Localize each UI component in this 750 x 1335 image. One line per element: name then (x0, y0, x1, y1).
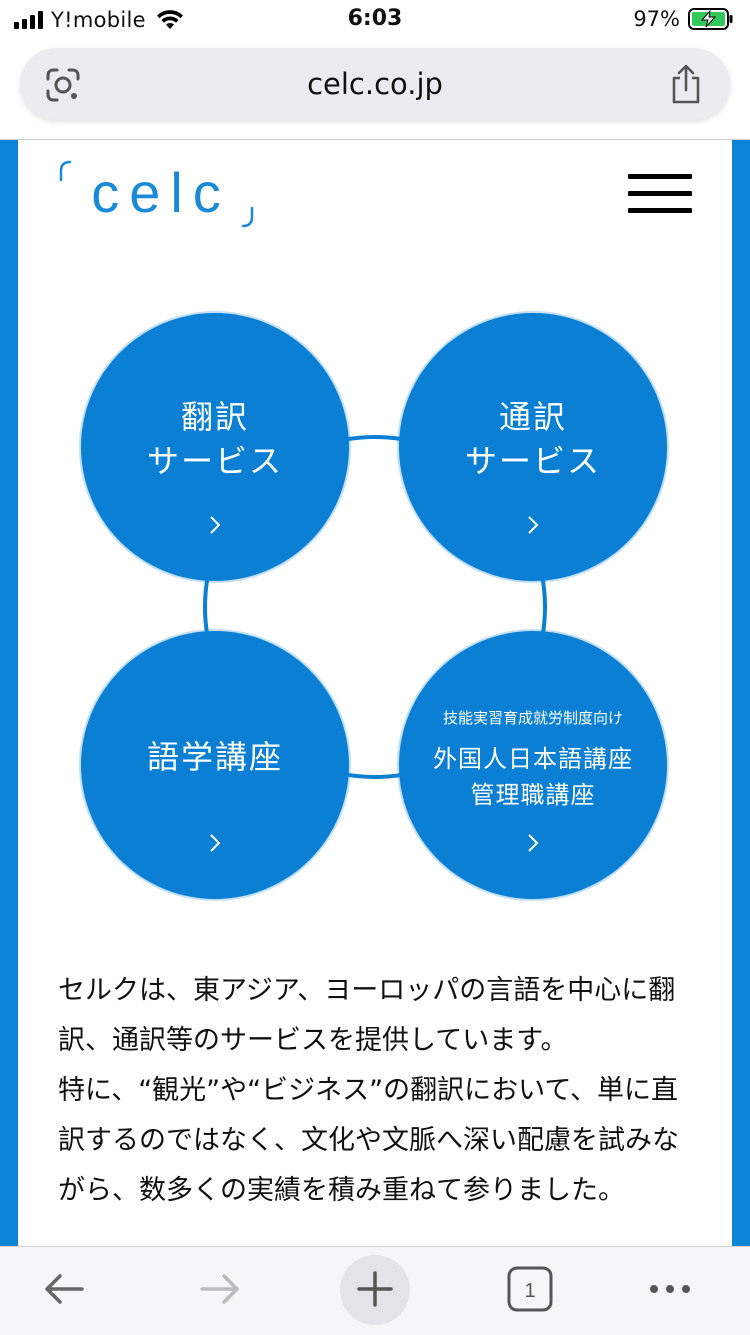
chevron-right-icon (528, 834, 539, 852)
chevron-right-icon (210, 516, 221, 534)
service-note: 技能実習育成就労制度向け (442, 709, 623, 727)
web-page: celc 翻訳 サービス 通訳 サービス 語学講座 技能実習育成就労制度向け 外… (0, 140, 750, 1246)
service-title: 外国人日本語講座 (433, 745, 633, 773)
carrier-name: Y!mobile (51, 8, 146, 32)
tabs-icon[interactable]: 1 (506, 1265, 554, 1313)
url-text[interactable]: celc.co.jp (307, 67, 443, 101)
chevron-right-icon (210, 834, 221, 852)
menu-icon[interactable] (628, 174, 692, 214)
service-title: 翻訳 (180, 398, 249, 436)
page-content: celc 翻訳 サービス 通訳 サービス 語学講座 技能実習育成就労制度向け 外… (18, 140, 732, 1246)
battery-percentage: 97% (633, 7, 680, 31)
service-title: 通訳 (498, 398, 567, 436)
address-bar[interactable]: celc.co.jp (20, 48, 730, 120)
service-subtitle: 管理職講座 (470, 781, 596, 809)
company-description: セルクは、東アジア、ヨーロッパの言語を中心に翻訳、通訳等のサービスを提供していま… (58, 966, 698, 1216)
service-subtitle: サービス (464, 442, 601, 480)
browser-address-area: celc.co.jp (0, 44, 750, 140)
divider (0, 139, 750, 140)
service-subtitle: サービス (146, 442, 283, 480)
description-paragraph: 特に、“観光”や“ビジネス”の翻訳において、単に直訳するのではなく、文化や文脈へ… (58, 1075, 679, 1206)
service-connector-ring (203, 435, 547, 779)
browser-toolbar: 1 (0, 1246, 750, 1335)
clock: 6:03 (347, 6, 403, 31)
description-paragraph: セルクは、東アジア、ヨーロッパの言語を中心に翻訳、通訳等のサービスを提供していま… (58, 975, 676, 1056)
language-course-button[interactable]: 語学講座 (81, 631, 349, 899)
cellular-signal-icon (14, 11, 43, 29)
translation-service-button[interactable]: 翻訳 サービス (81, 313, 349, 581)
forward-arrow-icon[interactable] (196, 1265, 244, 1313)
svg-text:1: 1 (524, 1280, 535, 1302)
battery-charging-icon (688, 8, 733, 30)
wifi-icon (156, 10, 183, 29)
more-options-icon[interactable] (646, 1265, 694, 1313)
share-icon[interactable] (668, 62, 704, 106)
japanese-course-button[interactable]: 技能実習育成就労制度向け 外国人日本語講座 管理職講座 (399, 631, 667, 899)
google-lens-icon[interactable] (44, 66, 82, 104)
svg-text:celc: celc (91, 161, 231, 224)
back-arrow-icon[interactable] (40, 1265, 88, 1313)
celc-logo[interactable]: celc (58, 160, 264, 228)
service-title: 語学講座 (146, 738, 283, 776)
plus-icon[interactable] (351, 1265, 399, 1313)
chevron-right-icon (528, 516, 539, 534)
interpretation-service-button[interactable]: 通訳 サービス (399, 313, 667, 581)
status-bar: Y!mobile 6:03 97% (0, 0, 750, 44)
